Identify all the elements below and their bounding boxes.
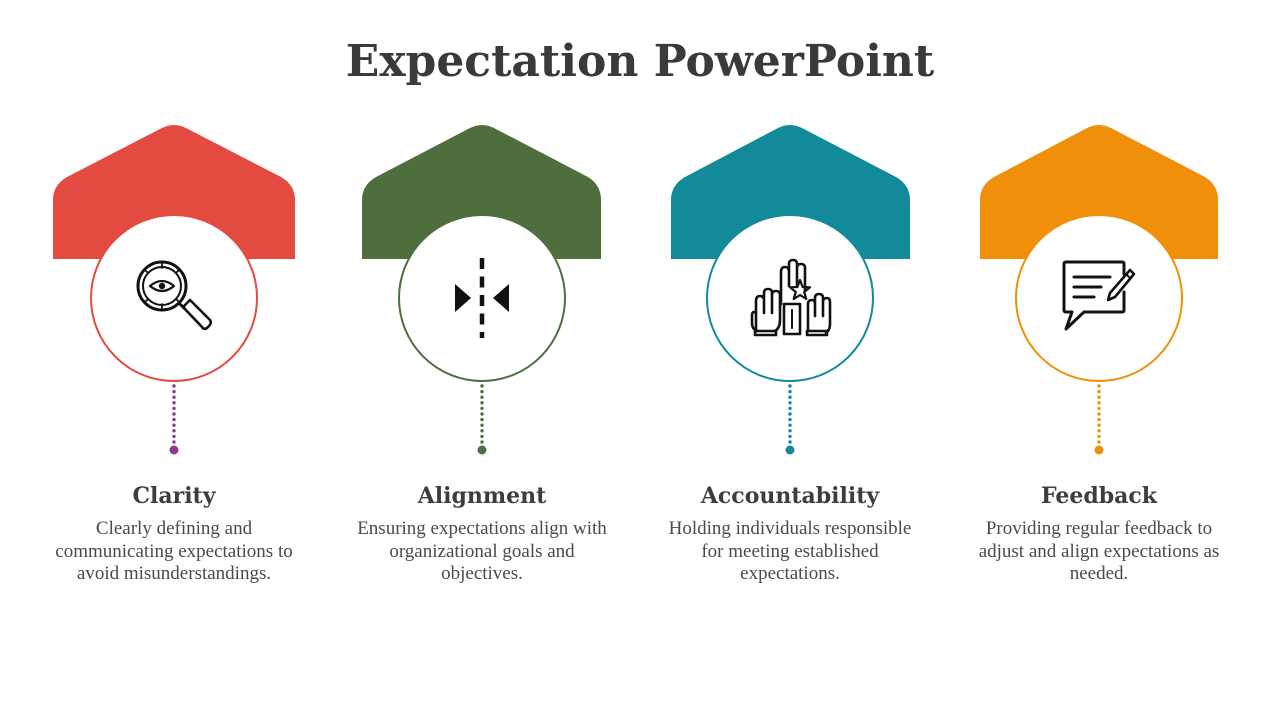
pentagon-header <box>53 125 295 259</box>
card-description: Holding individuals responsible for meet… <box>668 518 912 584</box>
card-graphic <box>671 125 910 455</box>
card-description: Ensuring expectations align with organiz… <box>357 518 607 584</box>
card-accountability: Accountability Holding individuals respo… <box>660 120 920 600</box>
align-center-icon <box>455 258 509 338</box>
card-graphic <box>53 125 295 455</box>
pentagon-header <box>362 125 601 259</box>
card-heading: Feedback <box>1040 483 1158 509</box>
icon-circle <box>706 214 874 382</box>
icon-circle <box>90 214 258 382</box>
card-heading: Clarity <box>132 483 216 509</box>
pentagon-header <box>671 125 910 259</box>
card-graphic <box>362 125 601 455</box>
connector-dot <box>785 445 795 455</box>
magnifier-eye-icon <box>136 260 213 331</box>
connector-dot <box>1094 445 1104 455</box>
card-heading: Alignment <box>417 483 547 509</box>
slide-title: Expectation PowerPoint <box>345 36 935 87</box>
card-description: Clearly defining and communicating expec… <box>55 518 293 584</box>
icon-circle <box>1015 214 1183 382</box>
raised-hands-icon <box>750 258 832 337</box>
card-graphic <box>980 125 1218 455</box>
pentagon-header <box>980 125 1218 259</box>
card-alignment: Alignment Ensuring expectations align wi… <box>352 120 612 600</box>
card-description: Providing regular feedback to adjust and… <box>978 518 1220 584</box>
card-clarity: Clarity Clearly defining and communicati… <box>44 120 304 600</box>
feedback-chat-icon <box>1062 260 1136 331</box>
connector-dot <box>169 445 179 455</box>
card-feedback: Feedback Providing regular feedback to a… <box>969 120 1229 600</box>
card-heading: Accountability <box>700 483 880 509</box>
connector-dot <box>477 445 487 455</box>
